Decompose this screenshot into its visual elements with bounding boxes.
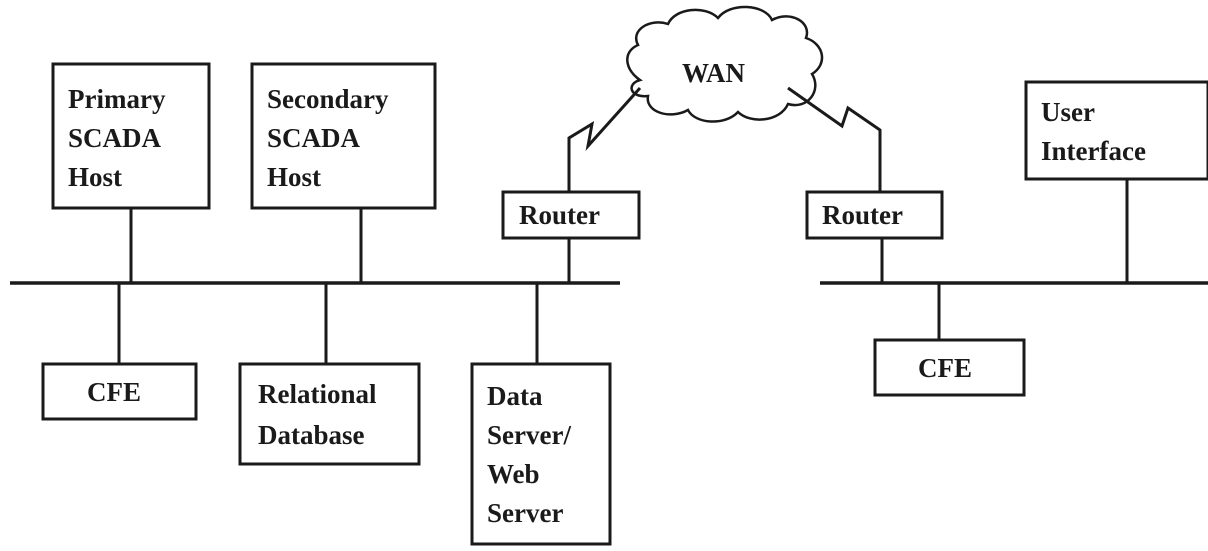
relational-db-line-1: Relational bbox=[258, 379, 377, 409]
router-left-node: Router bbox=[501, 190, 641, 240]
user-interface-node: User Interface bbox=[1024, 80, 1208, 181]
relational-database-node: Relational Database bbox=[238, 362, 421, 466]
router-left-label: Router bbox=[519, 200, 600, 230]
cfe-left-node: CFE bbox=[41, 362, 198, 421]
data-server-line-1: Data bbox=[487, 381, 543, 411]
primary-scada-host-node: Primary SCADA Host bbox=[51, 62, 211, 210]
wan-link-left bbox=[567, 86, 642, 192]
cfe-right-label: CFE bbox=[918, 353, 972, 383]
cfe-left-label: CFE bbox=[87, 377, 141, 407]
cfe-right-node: CFE bbox=[873, 338, 1026, 397]
wan-label: WAN bbox=[682, 58, 746, 88]
secondary-host-line-1: Secondary bbox=[267, 84, 389, 114]
user-interface-line-1: User bbox=[1041, 97, 1095, 127]
secondary-host-line-2: SCADA bbox=[267, 123, 361, 153]
primary-host-line-1: Primary bbox=[68, 84, 166, 114]
data-server-line-4: Server bbox=[487, 498, 563, 528]
primary-host-line-3: Host bbox=[68, 162, 122, 192]
primary-host-line-2: SCADA bbox=[68, 123, 162, 153]
wan-cloud: WAN bbox=[626, 5, 824, 123]
data-server-line-2: Server/ bbox=[487, 420, 571, 450]
data-server-line-3: Web bbox=[487, 459, 540, 489]
user-interface-line-2: Interface bbox=[1041, 136, 1146, 166]
wan-link-right bbox=[787, 86, 882, 192]
secondary-host-line-3: Host bbox=[267, 162, 321, 192]
router-right-node: Router bbox=[805, 190, 944, 240]
router-right-label: Router bbox=[822, 200, 903, 230]
relational-db-line-2: Database bbox=[258, 420, 365, 450]
wan-cloud-shape bbox=[626, 5, 824, 123]
data-server-node: Data Server/ Web Server bbox=[470, 362, 612, 546]
secondary-scada-host-node: Secondary SCADA Host bbox=[250, 62, 437, 210]
